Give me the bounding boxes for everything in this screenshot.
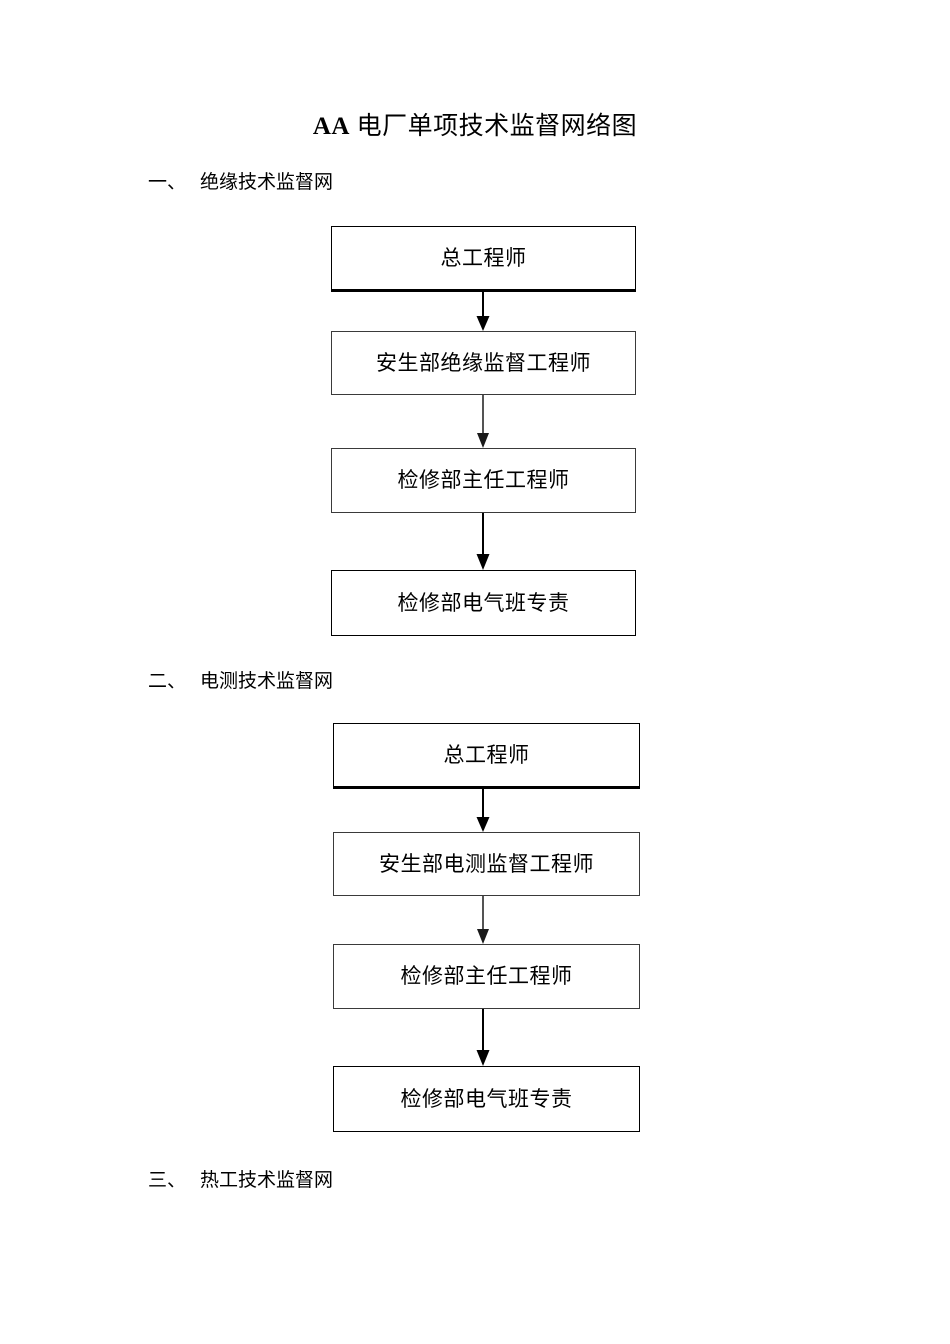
flow-node-label: 总工程师 — [443, 742, 530, 767]
flow-node-label: 安生部电测监督工程师 — [379, 851, 594, 876]
flow-arrow-down — [331, 292, 636, 331]
flowchart-electrical-measurement-supervision: 总工程师 安生部电测监督工程师 检修部主任工程师 — [333, 723, 640, 1132]
section-heading-3: 三、热工技术监督网 — [148, 1168, 333, 1194]
section-label-1: 绝缘技术监督网 — [200, 172, 334, 193]
flow-node-label: 安生部绝缘监督工程师 — [376, 350, 591, 375]
flow-node-label: 检修部电气班专责 — [400, 1086, 573, 1111]
flow-node: 检修部电气班专责 — [331, 570, 636, 636]
flow-node: 检修部主任工程师 — [331, 448, 636, 513]
section-number-2: 二、 — [148, 671, 187, 692]
section-heading-1: 一、绝缘技术监督网 — [148, 170, 333, 196]
page-title-cjk: 电厂单项技术监督网络图 — [356, 113, 638, 140]
flow-node: 安生部绝缘监督工程师 — [331, 331, 636, 395]
flow-node: 总工程师 — [333, 723, 640, 789]
section-number-3: 三、 — [148, 1170, 187, 1191]
flow-node-label: 总工程师 — [440, 245, 527, 270]
flow-arrow-down — [331, 513, 636, 570]
flow-node-label: 检修部主任工程师 — [397, 468, 570, 492]
section-label-2: 电测技术监督网 — [200, 671, 334, 692]
flow-node-label: 检修部电气班专责 — [397, 590, 570, 615]
flow-arrow-down — [331, 395, 636, 448]
flow-arrow-down — [333, 789, 640, 832]
flow-node: 安生部电测监督工程师 — [333, 832, 640, 896]
page-title: AA 电厂单项技术监督网络图 — [0, 110, 950, 144]
section-number-1: 一、 — [148, 172, 187, 193]
flow-arrow-down — [333, 1009, 640, 1066]
section-label-3: 热工技术监督网 — [200, 1170, 334, 1191]
section-heading-2: 二、电测技术监督网 — [148, 669, 333, 695]
flow-node: 检修部电气班专责 — [333, 1066, 640, 1132]
flowchart-insulation-supervision: 总工程师 安生部绝缘监督工程师 检修部主任工程师 — [331, 226, 636, 636]
flow-node: 总工程师 — [331, 226, 636, 292]
flow-arrow-down — [333, 896, 640, 944]
page-title-latin: AA — [312, 113, 350, 140]
flow-node-label: 检修部主任工程师 — [400, 964, 573, 988]
flow-node: 检修部主任工程师 — [333, 944, 640, 1009]
